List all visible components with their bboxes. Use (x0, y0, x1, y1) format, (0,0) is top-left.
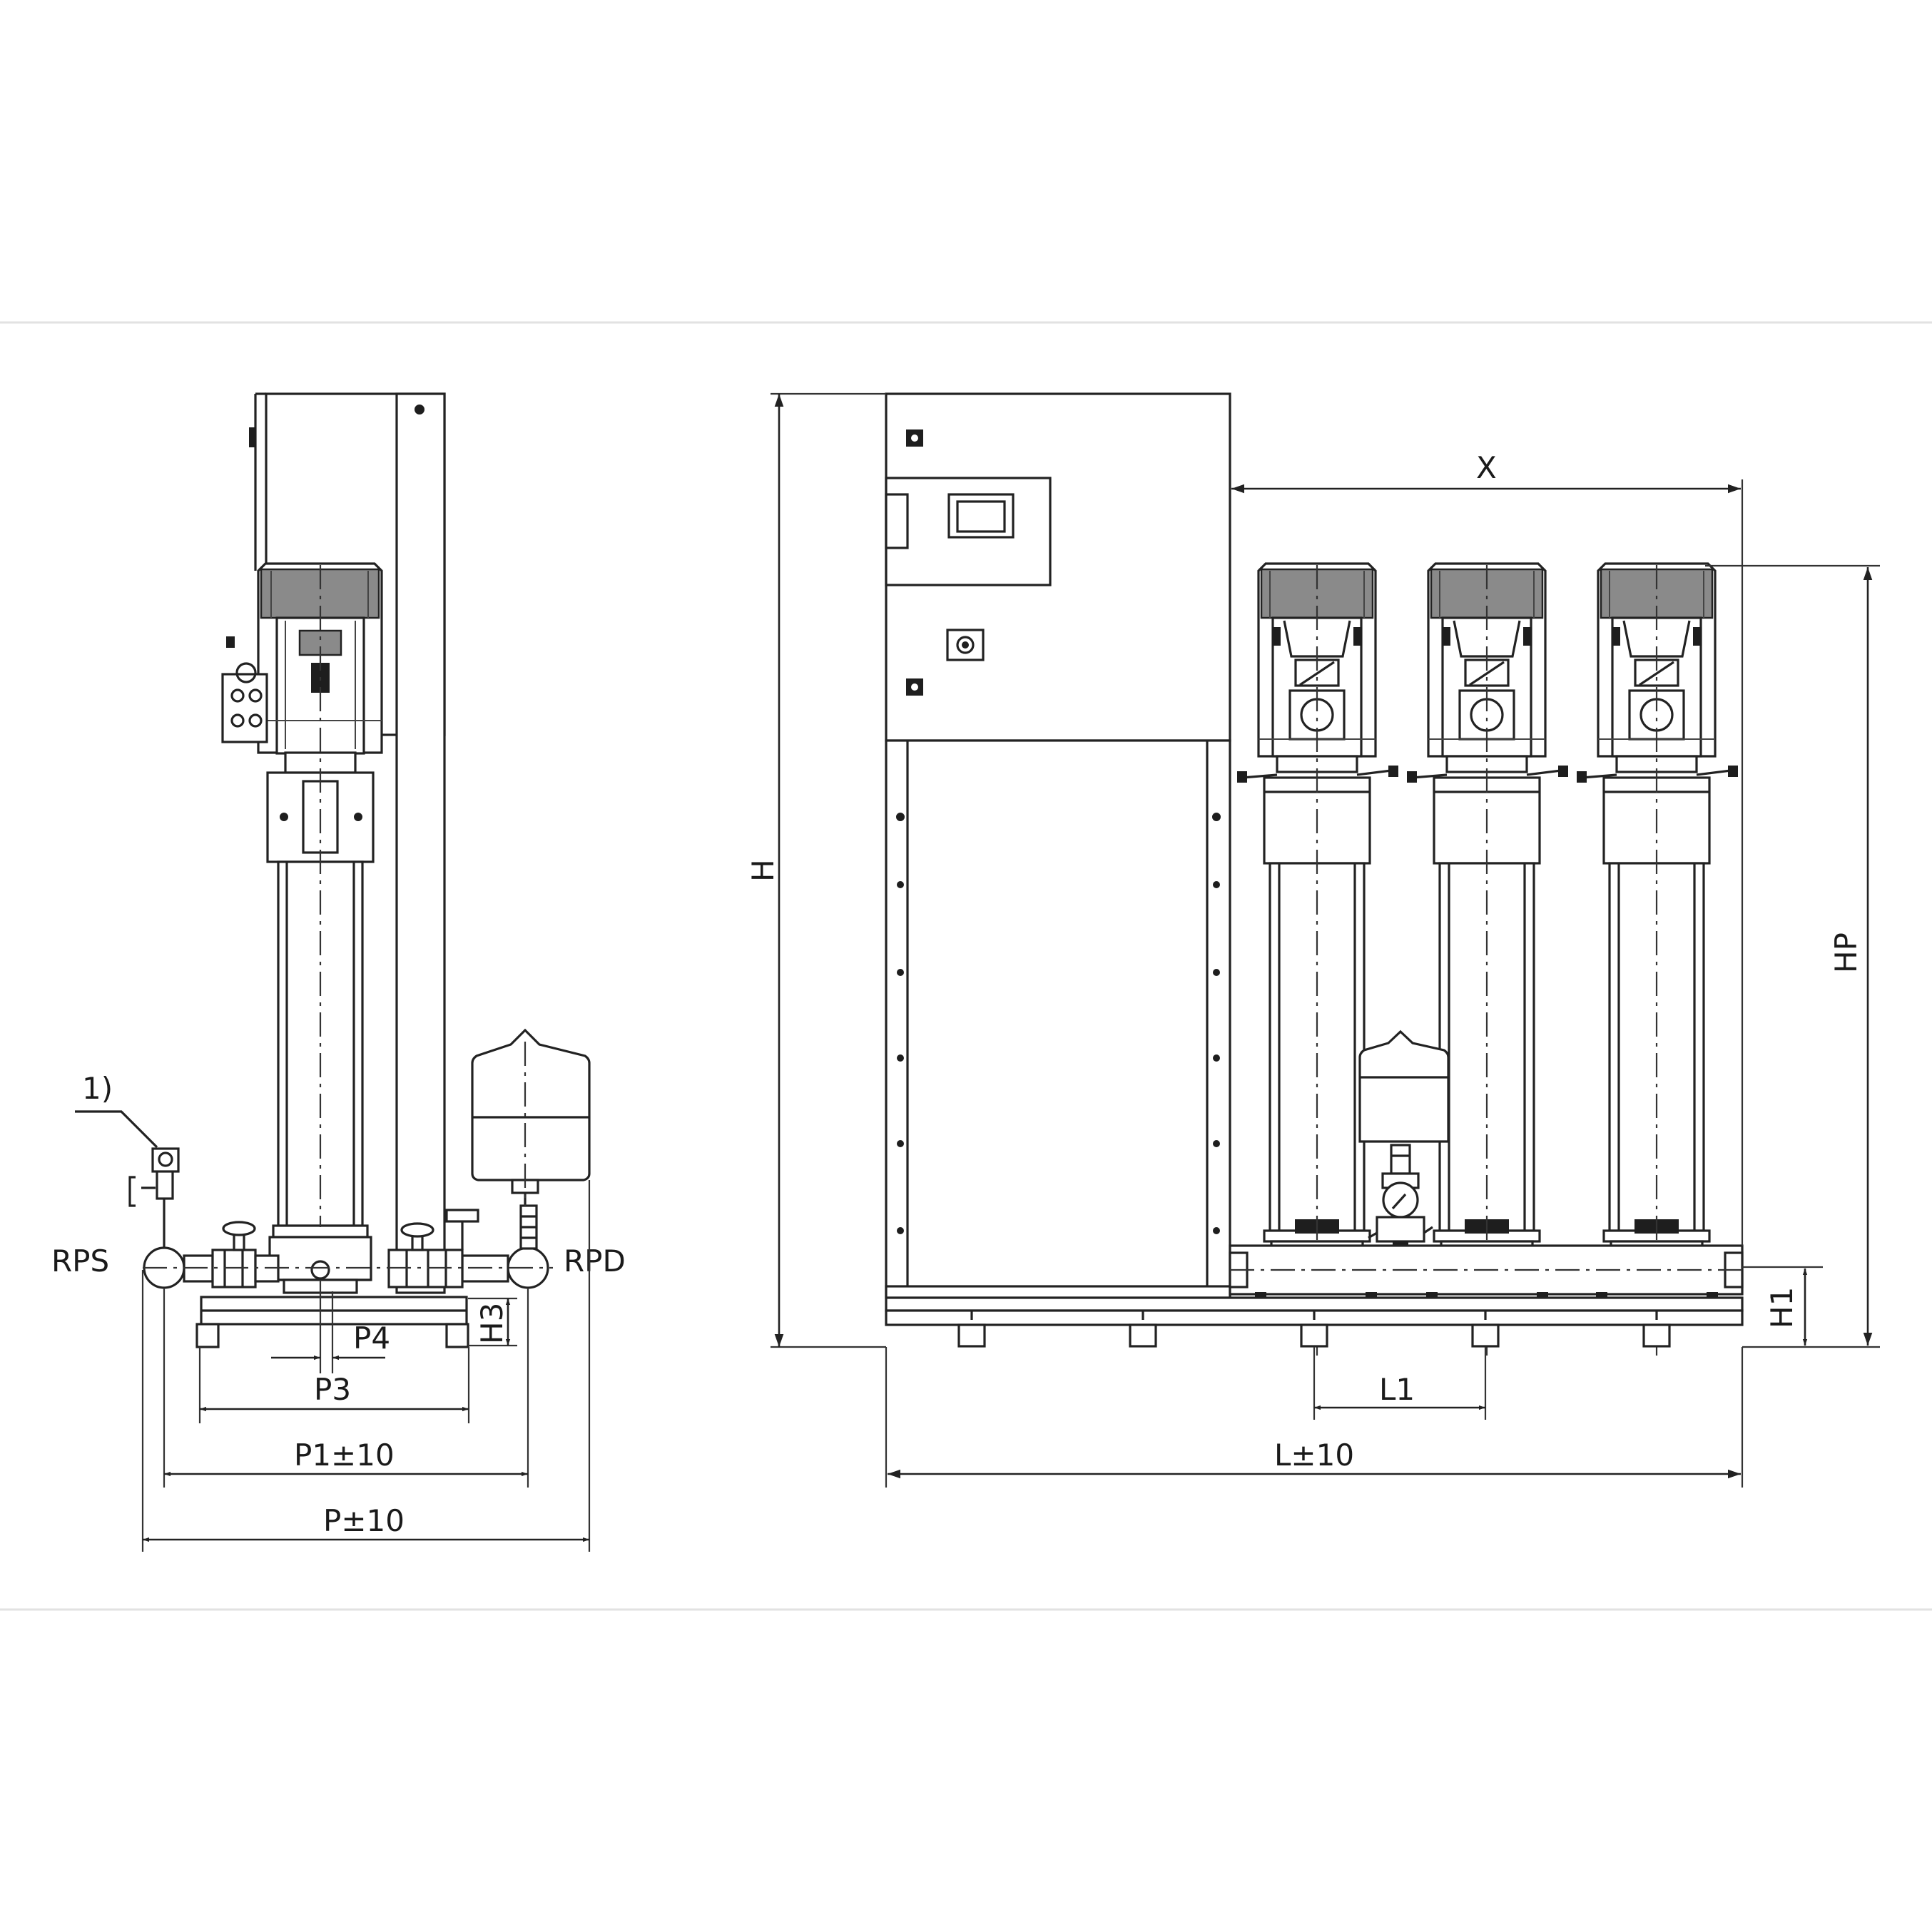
dim-p1-label: P1±10 (294, 1438, 395, 1473)
note-ref: 1) (82, 1071, 113, 1106)
pump-unit (1237, 562, 1398, 1356)
dim-hp-label: HP (1829, 932, 1864, 973)
dim-l1-label: L1 (1379, 1372, 1415, 1407)
side-view-dimensions: P4 P3 P1±10 P±10 H3 (141, 1180, 591, 1552)
suction-port-label: RPS (51, 1244, 109, 1278)
side-view: 1) RPS RPD (51, 392, 626, 1348)
dim-p4-label: P4 (353, 1321, 390, 1356)
dim-p-label: P±10 (323, 1503, 405, 1538)
dim-l-label: L±10 (1274, 1438, 1354, 1473)
front-view-dimensions: H X HP H1 L1 L±10 (746, 392, 1880, 1488)
dim-h-label: H (746, 859, 781, 882)
dim-h1-label: H1 (1764, 1287, 1799, 1328)
front-view (885, 392, 1744, 1357)
dim-h3-label: H3 (474, 1303, 509, 1344)
discharge-port-label: RPD (564, 1244, 626, 1278)
dim-x-label: X (1476, 450, 1497, 485)
dim-p3-label: P3 (314, 1372, 351, 1407)
